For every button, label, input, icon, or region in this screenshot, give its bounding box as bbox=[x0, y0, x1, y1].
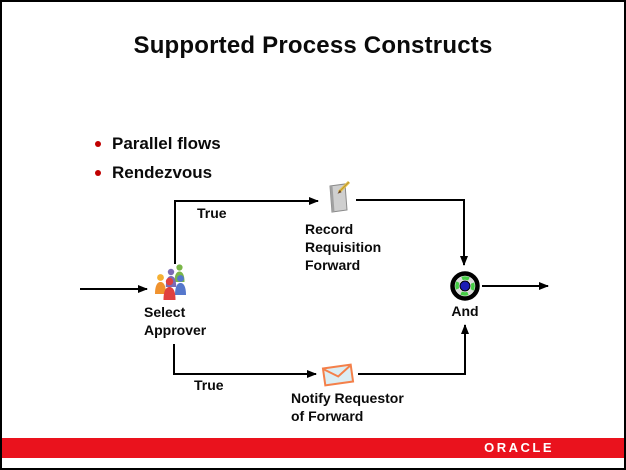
edge-notify-to-and bbox=[358, 324, 469, 375]
people-group-icon bbox=[153, 263, 189, 303]
person-red bbox=[163, 277, 176, 300]
page-title: Supported Process Constructs bbox=[133, 32, 493, 59]
bullet-list: Parallel flows Rendezvous bbox=[95, 129, 221, 187]
document-pencil-icon bbox=[324, 179, 354, 216]
oracle-logo: ORACLE bbox=[484, 440, 554, 455]
edge-record-to-and bbox=[356, 199, 468, 266]
bullet-label: Rendezvous bbox=[112, 162, 213, 182]
bullet-label: Parallel flows bbox=[112, 133, 221, 153]
and-join-icon bbox=[450, 271, 480, 301]
node-label-notify-requestor: Notify Requestor of Forward bbox=[291, 390, 404, 424]
bullet-dot-icon bbox=[95, 140, 101, 147]
footer-brand-bar: ORACLE bbox=[2, 438, 624, 458]
node-label-record-requisition-forward: Record Requisition Forward bbox=[305, 221, 382, 273]
edge-label-true-top: True bbox=[197, 205, 227, 221]
person-orange bbox=[155, 274, 166, 294]
envelope-icon bbox=[320, 361, 356, 389]
edge-label-true-bottom: True bbox=[194, 377, 224, 393]
person-blue bbox=[175, 275, 186, 295]
bullet-dot-icon bbox=[95, 169, 101, 176]
edge-top-true bbox=[174, 197, 319, 264]
list-item: Parallel flows bbox=[95, 129, 221, 158]
list-item: Rendezvous bbox=[95, 158, 221, 187]
edge-bottom-true bbox=[173, 344, 317, 378]
node-label-and: And bbox=[451, 303, 479, 319]
node-label-select-approver: Select Approver bbox=[144, 304, 207, 338]
